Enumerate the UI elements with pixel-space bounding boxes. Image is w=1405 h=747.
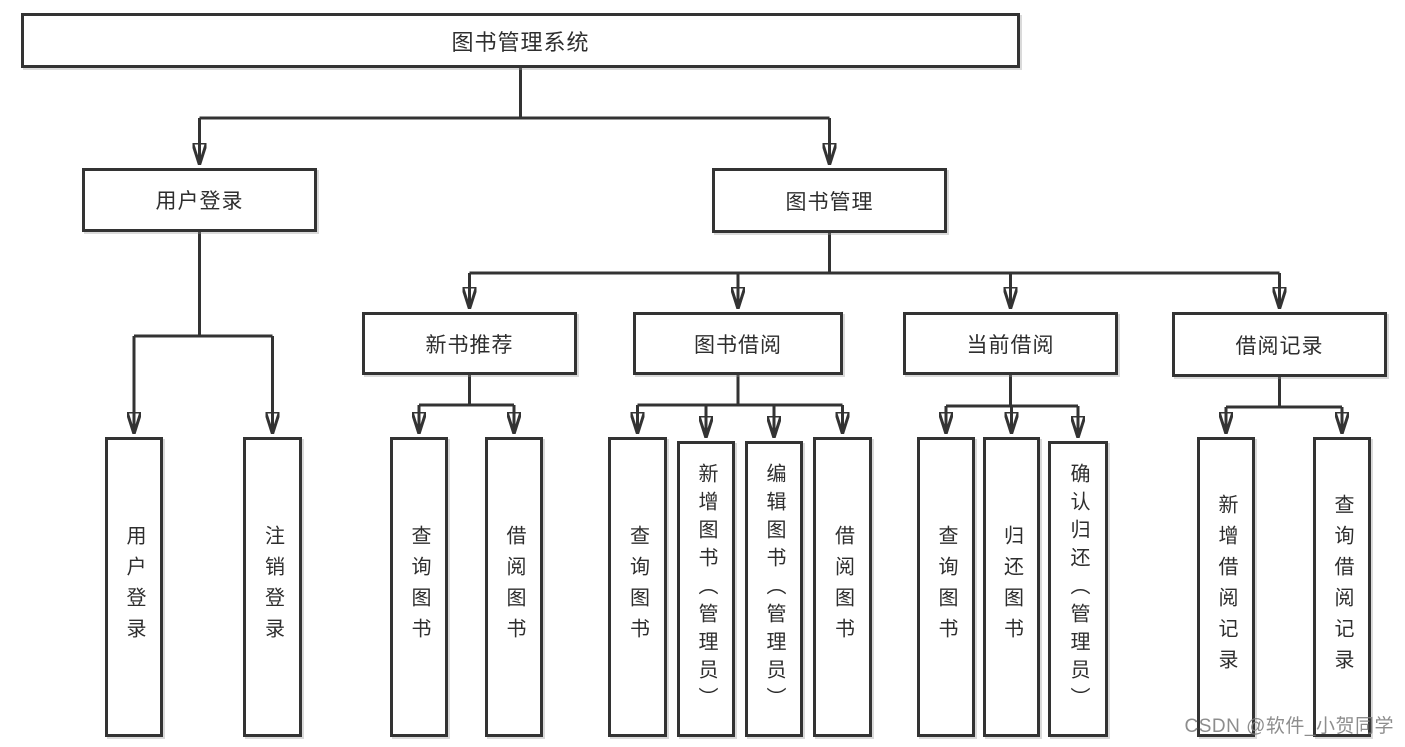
leaf-recommend-query-books-label: 查询图书 [408,525,430,649]
csdn-watermark: CSDN @软件_小贺同学 [1184,716,1394,737]
trunk-book-management-children [469,233,1280,275]
leaf-user-login-label: 用户登录 [123,525,145,649]
leaf-query-borrow-record-label: 查询借阅记录 [1331,494,1353,680]
node-current-borrowing: 当前借阅 [903,312,1118,375]
leaf-edit-books-admin: 编辑图书（管理员） [745,441,803,737]
leaf-recommend-borrow-books: 借阅图书 [485,437,543,737]
trunk-borrowing-records-children [1226,377,1342,409]
leaf-return-books: 归还图书 [983,437,1040,737]
leaf-add-borrow-record-label: 新增借阅记录 [1215,494,1237,680]
trunk-current-borrowing-children [946,375,1078,408]
node-current-borrowing-label: 当前借阅 [966,333,1055,357]
node-library-management-system-label: 图书管理系统 [451,29,590,55]
leaf-add-books-admin-label: 新增图书（管理员） [695,463,717,715]
leaf-logout: 注销登录 [243,437,302,737]
arrows [134,118,1342,438]
leaf-current-query-books: 查询图书 [917,437,975,737]
node-new-book-recommend-label: 新书推荐 [425,333,514,357]
trunk-book-borrowing-children [637,375,843,407]
leaf-current-query-books-label: 查询图书 [935,525,957,649]
node-borrowing-records-label: 借阅记录 [1235,334,1324,358]
leaf-recommend-query-books: 查询图书 [390,437,448,737]
leaf-add-borrow-record: 新增借阅记录 [1197,437,1255,737]
leaf-borrowing-borrow-books-label: 借阅图书 [831,525,854,649]
leaf-borrowing-borrow-books: 借阅图书 [813,437,872,737]
leaf-borrowing-query-books-label: 查询图书 [626,525,649,649]
trunk-root-to-level2 [199,68,830,120]
node-book-management-label: 图书管理 [785,190,874,214]
leaf-return-books-label: 归还图书 [1000,525,1023,649]
node-borrowing-records: 借阅记录 [1172,312,1387,377]
node-book-borrowing-label: 图书借阅 [694,333,782,357]
leaf-logout-label: 注销登录 [261,525,284,649]
node-book-management: 图书管理 [712,168,947,233]
node-user-login: 用户登录 [82,168,317,232]
trunk-user-login-children [134,232,273,338]
node-library-management-system: 图书管理系统 [21,13,1020,68]
leaf-user-login: 用户登录 [105,437,163,737]
leaf-query-borrow-record: 查询借阅记录 [1313,437,1371,737]
node-book-borrowing: 图书借阅 [633,312,843,375]
leaf-borrowing-query-books: 查询图书 [608,437,667,737]
leaf-edit-books-admin-label: 编辑图书（管理员） [763,463,785,715]
leaf-confirm-return-admin-label: 确认归还（管理员） [1067,463,1089,715]
trunk-new-book-recommend-children [419,375,514,407]
node-user-login-label: 用户登录 [155,190,244,213]
leaf-add-books-admin: 新增图书（管理员） [677,441,735,737]
node-new-book-recommend: 新书推荐 [362,312,577,375]
leaf-confirm-return-admin: 确认归还（管理员） [1048,441,1108,737]
leaf-recommend-borrow-books-label: 借阅图书 [503,525,525,649]
